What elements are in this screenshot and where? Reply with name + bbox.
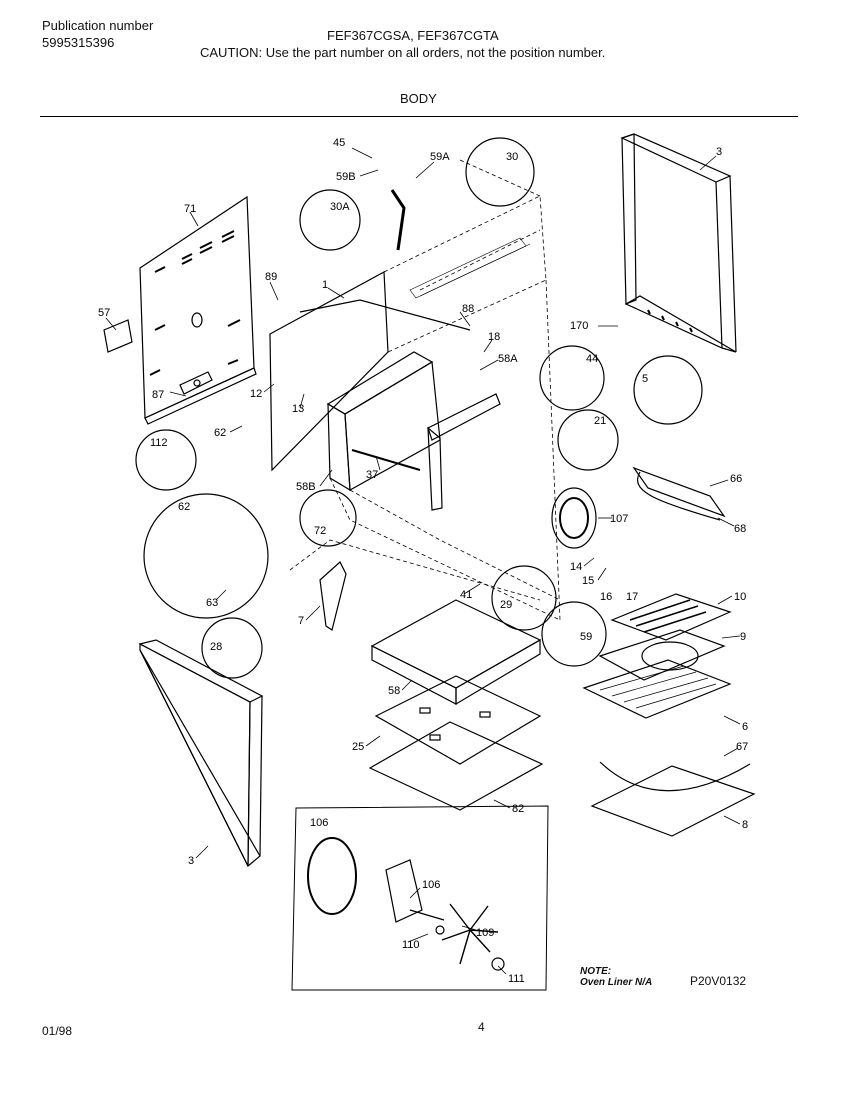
tube-59a: [390, 189, 406, 251]
callout-label: 109: [476, 927, 494, 939]
callout-label: 111: [508, 973, 525, 985]
callout-label: 1: [322, 279, 328, 291]
hinge-7: [319, 561, 347, 631]
callout-label: 45: [333, 137, 345, 149]
callout-label: 3: [716, 146, 722, 158]
callout-label: 62: [178, 501, 190, 513]
bake-element-67: [590, 761, 756, 837]
detail-circle-30: [465, 137, 535, 207]
callout-label: 25: [352, 741, 364, 753]
callout-labels: 45 59B 59A 30 30A 3 71 1 89 88 18 58A 44…: [98, 137, 748, 985]
note-label: NOTE:: [580, 966, 612, 977]
detail-circle-59: [541, 601, 607, 667]
broil-element-66: [632, 466, 726, 521]
callout-label: 9: [740, 631, 746, 643]
callout-label: 21: [594, 415, 606, 427]
callout-label: 107: [610, 513, 628, 525]
callout-label: 89: [265, 271, 277, 283]
callout-label: 29: [500, 599, 512, 611]
callout-label: 16: [600, 591, 612, 603]
callout-label: 3: [188, 855, 194, 867]
detail-circle-112: [135, 429, 197, 491]
callout-label: 58A: [498, 353, 518, 365]
detail-circle-5: [633, 355, 703, 425]
panel-82: [368, 721, 544, 811]
callout-label: 106: [310, 817, 328, 829]
detail-circle-21: [557, 409, 619, 471]
detail-circle-62: [143, 493, 269, 619]
callout-label: 18: [488, 331, 500, 343]
detail-circle-28: [201, 617, 263, 679]
callout-label: 110: [402, 939, 420, 951]
callout-label: 37: [366, 469, 378, 481]
callout-label: 170: [570, 320, 588, 332]
bracket-57: [103, 319, 133, 353]
callout-label: 58: [388, 685, 400, 697]
header-divider: [40, 116, 798, 117]
callout-label: 44: [586, 353, 598, 365]
callout-label: 106: [422, 879, 440, 891]
section-title: BODY: [400, 91, 437, 106]
callout-label: 15: [582, 575, 594, 587]
rod-37: [351, 449, 421, 471]
oven-rack-6: [582, 659, 732, 719]
callout-label: 10: [734, 591, 746, 603]
callout-label: 5: [642, 373, 648, 385]
callout-label: 57: [98, 307, 110, 319]
publication-number: 5995315396: [42, 35, 115, 50]
callout-label: 13: [292, 403, 304, 415]
callout-label: 58B: [296, 481, 316, 493]
callout-label: 7: [298, 615, 304, 627]
callout-label: 8: [742, 819, 748, 831]
leader-lines: [105, 147, 741, 975]
note-text: Oven Liner N/A: [580, 977, 653, 988]
page-number: 4: [478, 1020, 485, 1034]
callout-label: 68: [734, 523, 746, 535]
callout-label: 59: [580, 631, 592, 643]
publication-label: Publication number: [42, 18, 154, 33]
callout-circles: [135, 137, 703, 679]
detail-circle-44: [539, 345, 605, 411]
callout-label: 12: [250, 388, 262, 400]
caution-text: CAUTION: Use the part number on all orde…: [200, 45, 606, 60]
detail-circle-29: [491, 565, 557, 631]
callout-label: 88: [462, 303, 474, 315]
wire-88: [299, 299, 471, 331]
callout-label: 82: [512, 803, 524, 815]
oven-bottom-58: [370, 599, 542, 706]
left-side-panel: [138, 639, 264, 867]
callout-label: 59B: [336, 171, 356, 183]
callout-label: 62: [214, 427, 226, 439]
right-side-panel: [620, 133, 737, 353]
callout-label: 72: [314, 525, 326, 537]
callout-label: 87: [152, 389, 164, 401]
panel-25: [374, 675, 542, 765]
detail-circle-72: [299, 489, 357, 547]
callout-label: 17: [626, 591, 638, 603]
callout-label: 71: [184, 203, 196, 215]
callout-label: 67: [736, 741, 748, 753]
callout-label: 14: [570, 561, 582, 573]
model-numbers: FEF367CGSA, FEF367CGTA: [327, 28, 499, 43]
callout-label: 66: [730, 473, 742, 485]
callout-label: 41: [460, 589, 472, 601]
callout-label: 63: [206, 597, 218, 609]
callout-label: 6: [742, 721, 748, 733]
drawing-id: P20V0132: [690, 974, 747, 988]
callout-label: 28: [210, 641, 222, 653]
broiler-pan-insert-10: [610, 593, 732, 641]
oven-body-frame: [269, 159, 561, 621]
callout-label: 112: [150, 437, 168, 449]
convection-fan-assembly: [291, 805, 549, 991]
convection-fan-107: [551, 487, 597, 549]
detail-circle-30a: [299, 189, 361, 251]
callout-label: 30A: [330, 201, 350, 213]
back-panel-drawing: [139, 195, 257, 425]
footer-date: 01/98: [42, 1024, 73, 1038]
callout-label: 59A: [430, 151, 450, 163]
callout-label: 30: [506, 151, 518, 163]
